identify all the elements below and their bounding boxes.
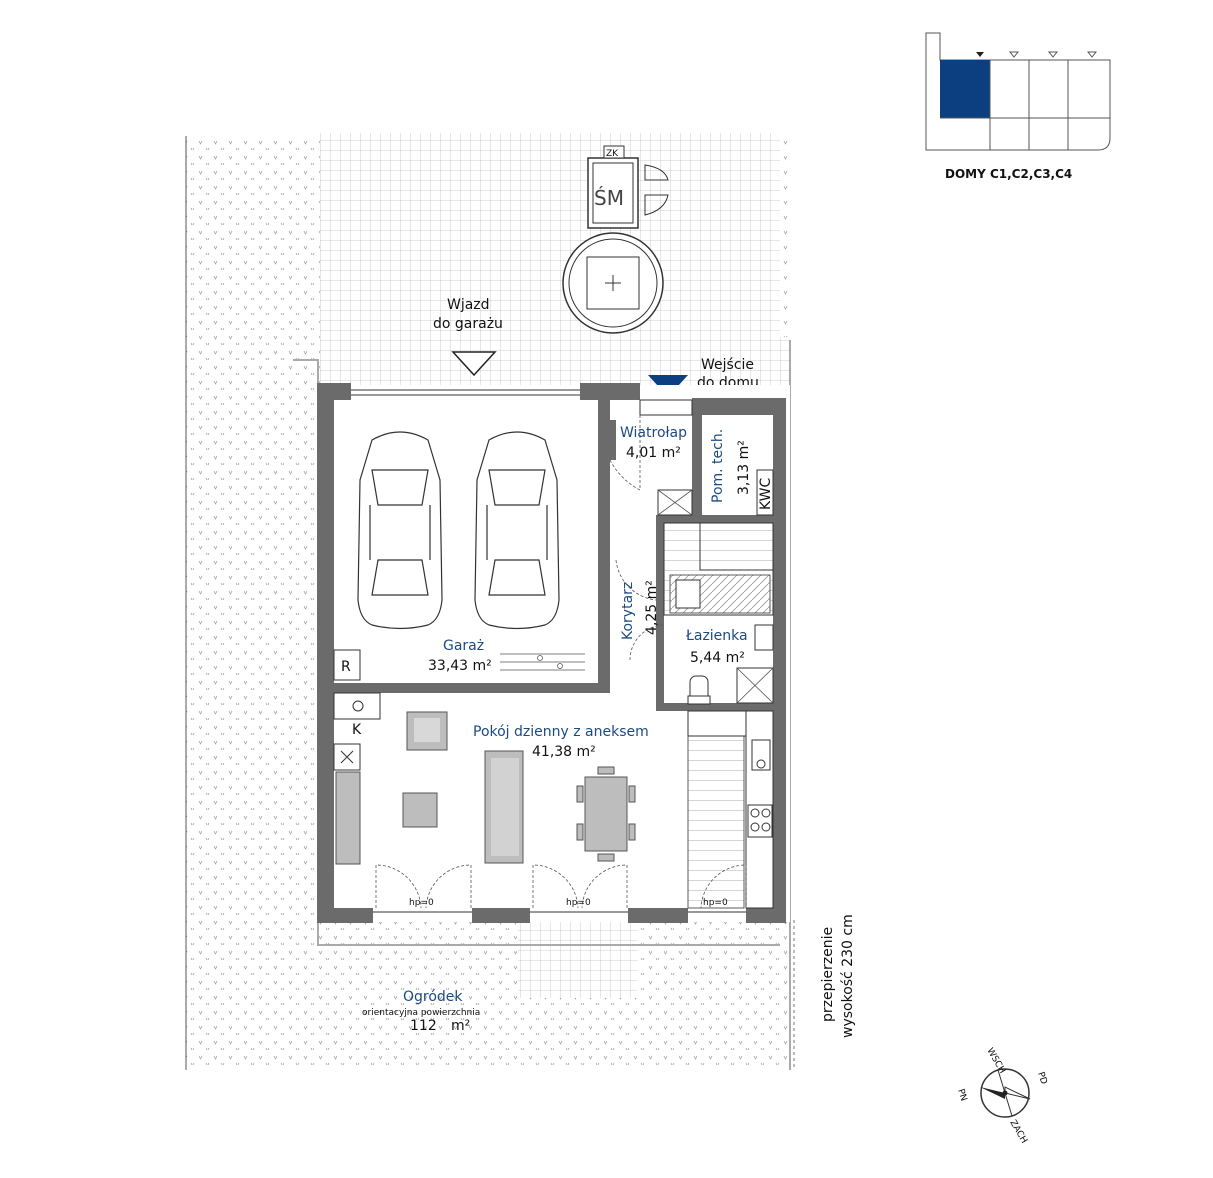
driveway-label-2: do garażu xyxy=(433,316,503,332)
corridor-name: Korytarz xyxy=(620,582,636,640)
partition-note-line1: przepierzenie xyxy=(820,927,836,1022)
paved-front-strip xyxy=(320,337,790,385)
fireplace-icon xyxy=(333,692,381,720)
partition-note-line2: wysokość 230 cm xyxy=(840,914,856,1038)
vestibule-area: 4,01 m² xyxy=(626,445,681,461)
driveway-label-1: Wjazd xyxy=(447,297,490,313)
shoe-cabinet-icon xyxy=(657,489,693,516)
stair-down xyxy=(687,735,745,909)
compass-south: PD xyxy=(1035,1071,1048,1086)
r-box xyxy=(333,649,361,681)
vestibule-name: Wiatrołap xyxy=(620,425,687,441)
toilet-icon xyxy=(687,675,711,705)
utility-pipes-icon xyxy=(500,653,585,671)
door-height-3: hp=0 xyxy=(703,898,728,908)
garden-note: orientacyjna powierzchnia xyxy=(362,1008,480,1018)
k-label: K xyxy=(352,722,362,738)
car-icon xyxy=(474,431,560,630)
terrace-paving xyxy=(518,922,638,998)
garden-area-number: 112 xyxy=(410,1018,437,1034)
entrance-label-1: Wejście xyxy=(701,357,754,373)
driveway-marker xyxy=(451,351,497,377)
tech-area: 3,13 m² xyxy=(736,440,752,495)
living-name: Pokój dzienny z aneksem xyxy=(473,724,649,740)
washbasin-icon xyxy=(754,624,774,651)
paved-driveway xyxy=(320,133,780,337)
key-plan-highlight xyxy=(940,60,990,118)
kitchen-counter xyxy=(745,710,774,909)
tree-icon xyxy=(562,232,664,334)
compass-north: PN xyxy=(955,1088,968,1103)
zk-label: ZK xyxy=(606,149,619,159)
kwc-box xyxy=(756,469,774,516)
exterior-walls xyxy=(317,383,786,923)
car-icon xyxy=(357,431,443,630)
garden-name: Ogródek xyxy=(403,989,463,1005)
r-label: R xyxy=(341,659,351,675)
armchair-icon xyxy=(406,711,448,751)
kwc-label: KWC xyxy=(758,477,774,510)
bathroom-area: 5,44 m² xyxy=(690,650,745,666)
garage-area: 33,43 m² xyxy=(428,658,492,674)
shower-icon xyxy=(736,667,774,704)
coffee-table-icon xyxy=(402,792,438,828)
bathroom-name: Łazienka xyxy=(685,628,748,644)
tech-name: Pom. tech. xyxy=(710,429,726,503)
compass-west: ZACH xyxy=(1007,1119,1028,1146)
compass-icon: WSCH PD ZACH PN xyxy=(955,1047,1048,1146)
garage-name: Garaż xyxy=(443,638,484,654)
door-height-1: hp=0 xyxy=(409,898,434,908)
dining-table-icon xyxy=(576,766,636,862)
tv-unit-icon xyxy=(333,743,361,865)
garden-area-unit: m² xyxy=(451,1018,470,1034)
corridor-area: 4,25 m² xyxy=(644,580,660,635)
sm-label: ŚM xyxy=(594,186,624,210)
key-plan-caption: DOMY C1,C2,C3,C4 xyxy=(945,167,1072,181)
waste-bin-area: ZK ŚM xyxy=(587,145,669,229)
sofa-icon xyxy=(484,750,524,864)
living-area: 41,38 m² xyxy=(532,744,596,760)
key-plan: DOMY C1,C2,C3,C4 xyxy=(925,32,1111,181)
door-height-2: hp=0 xyxy=(566,898,591,908)
